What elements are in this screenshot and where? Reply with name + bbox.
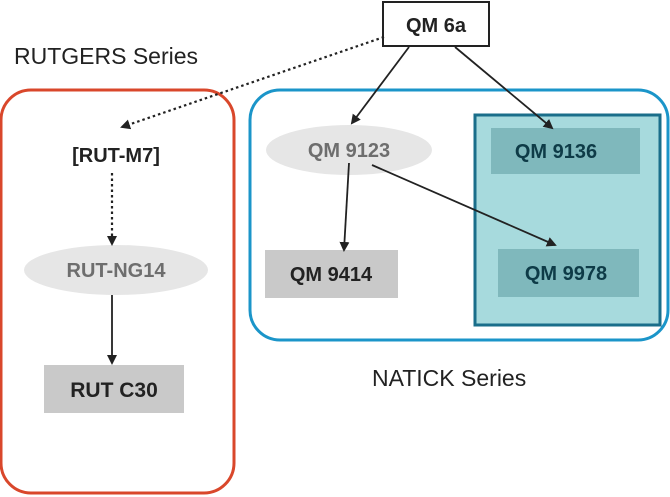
rutgers-series-label: RUTGERS Series [14, 43, 198, 69]
node-qm9123-ellipse [266, 125, 432, 175]
node-qm9136: QM 9136 [515, 141, 597, 163]
node-rut-ng14: RUT-NG14 [67, 260, 167, 282]
natick-series-border [248, 88, 670, 342]
node-qm9414: QM 9414 [290, 264, 373, 286]
node-qm9414-box [265, 250, 398, 298]
node-qm9123: QM 9123 [308, 140, 390, 162]
rutgers-series-border [0, 88, 236, 495]
node-qm6a-box [382, 1, 490, 47]
edge-qm6a-to-qm9123 [350, 46, 410, 125]
node-rut-m7: [RUT-M7] [72, 145, 160, 167]
node-qm9978-box [498, 249, 639, 297]
edge-qm6a-to-rut-m7 [120, 35, 385, 130]
node-rut-c30: RUT C30 [70, 379, 158, 402]
node-qm6a: QM 6a [406, 15, 467, 37]
node-rut-ng14-ellipse [24, 245, 208, 295]
node-qm9136-box [491, 128, 640, 174]
node-rut-c30-box [44, 365, 184, 413]
natick-series-label: NATICK Series [372, 365, 526, 391]
edge-qm9123-to-qm9414 [339, 162, 350, 252]
edge-qm6a-to-qm9136 [454, 46, 554, 130]
node-qm9978: QM 9978 [525, 263, 607, 285]
edge-qm9123-to-qm9978 [371, 164, 557, 247]
